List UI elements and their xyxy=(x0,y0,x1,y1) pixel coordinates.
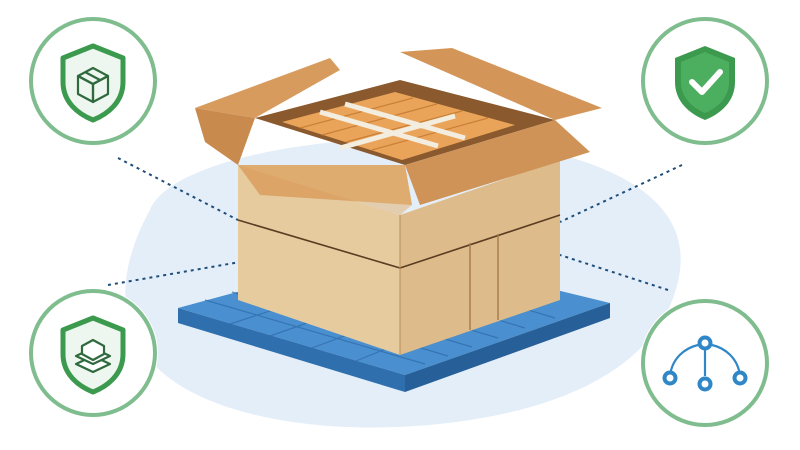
badge-network xyxy=(640,298,770,428)
shield-layers-icon xyxy=(29,289,157,417)
flap-left xyxy=(195,58,340,118)
shield-box-icon xyxy=(29,17,157,145)
network-nodes-icon xyxy=(641,299,769,427)
flap-front-right xyxy=(405,120,590,205)
flap-right xyxy=(400,48,602,120)
connector-lines xyxy=(107,157,683,291)
cardboard-box xyxy=(195,48,602,355)
badge-verified xyxy=(640,16,770,146)
shield-check-icon xyxy=(641,17,769,145)
badge-box-protection xyxy=(28,16,158,146)
badge-layered-protection xyxy=(28,288,158,418)
